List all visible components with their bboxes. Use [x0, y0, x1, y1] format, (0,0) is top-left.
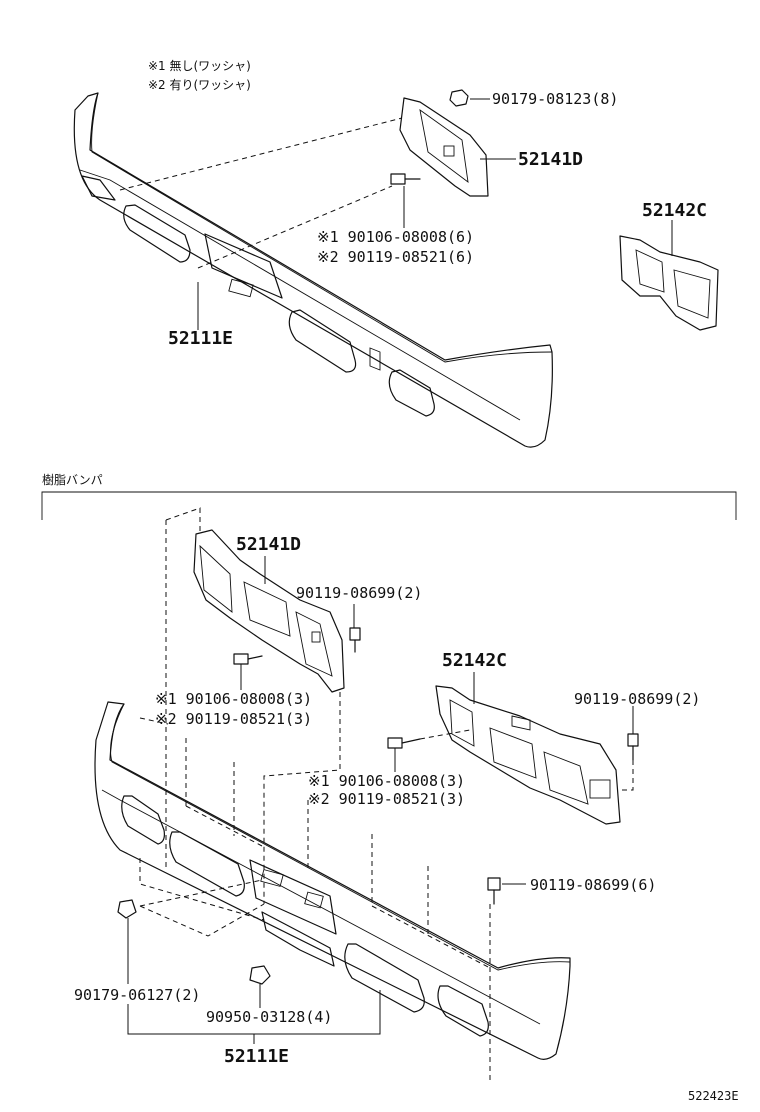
- label-top-nut: 90179-08123(8): [492, 90, 618, 108]
- bottom-retainer: [249, 965, 271, 985]
- top-bracket-52142c: [619, 235, 719, 331]
- bottom-dashed-guide-h: [139, 879, 265, 937]
- bottom-bolt-mid: [387, 737, 421, 749]
- bottom-dashed-guide-c: [263, 692, 341, 904]
- label-bottom-mid-bolt-2: ※2 90119-08521(3): [308, 790, 465, 808]
- bottom-dashed-guide-f: [139, 717, 491, 1080]
- label-bottom-left-bolt-1: ※1 90106-08008(3): [155, 690, 312, 708]
- label-bottom-52141d: 52141D: [236, 534, 301, 555]
- label-bottom-upper-bolt: 90119-08699(2): [296, 584, 422, 602]
- label-bottom-right-bolt: 90119-08699(2): [574, 690, 700, 708]
- note-no-washer: ※1 無し(ワッシャ): [148, 58, 251, 73]
- bottom-bumper-bolt: [487, 877, 501, 905]
- label-bottom-clip: 90179-06127(2): [74, 986, 200, 1004]
- top-dashed-guide-2: [197, 185, 393, 269]
- bottom-clip: [117, 899, 137, 919]
- label-top-52142c: 52142C: [642, 200, 707, 221]
- label-bottom-52111e: 52111E: [224, 1046, 289, 1067]
- bottom-dashed-guide-a: [165, 507, 201, 534]
- bottom-bracket-52142c: [435, 685, 621, 825]
- label-bottom-bumper-bolt: 90119-08699(6): [530, 876, 656, 894]
- bottom-dashed-guide-g: [139, 805, 491, 969]
- label-bottom-mid-bolt-1: ※1 90106-08008(3): [308, 772, 465, 790]
- section-title: 樹脂バンパ: [42, 472, 103, 487]
- bottom-bolt-upper-right: [349, 627, 361, 653]
- label-top-bolt-2: ※2 90119-08521(6): [317, 248, 474, 266]
- label-top-bolt-1: ※1 90106-08008(6): [317, 228, 474, 246]
- bottom-bumper-drawing: [94, 701, 571, 1060]
- label-bottom-retainer: 90950-03128(4): [206, 1008, 332, 1026]
- section-bracket-line: [41, 491, 737, 520]
- label-top-52141d: 52141D: [518, 149, 583, 170]
- label-top-52111e: 52111E: [168, 328, 233, 349]
- top-dashed-guide-1: [119, 117, 403, 191]
- top-bumper-drawing: [73, 92, 553, 448]
- top-flange-nut: [449, 89, 469, 107]
- label-bottom-52142c: 52142C: [442, 650, 507, 671]
- top-bolt: [390, 173, 421, 185]
- top-bracket-52141d: [399, 97, 489, 197]
- bottom-dashed-guide-e: [620, 760, 634, 791]
- bottom-bolt-upper-left: [233, 653, 263, 665]
- bottom-bolt-right: [627, 733, 639, 761]
- note-with-washer: ※2 有り(ワッシャ): [148, 78, 251, 92]
- diagram-code: 522423E: [688, 1089, 739, 1103]
- label-bottom-left-bolt-2: ※2 90119-08521(3): [155, 710, 312, 728]
- bottom-dashed-guide-d: [419, 729, 471, 740]
- bottom-bracket-52141d: [193, 529, 345, 693]
